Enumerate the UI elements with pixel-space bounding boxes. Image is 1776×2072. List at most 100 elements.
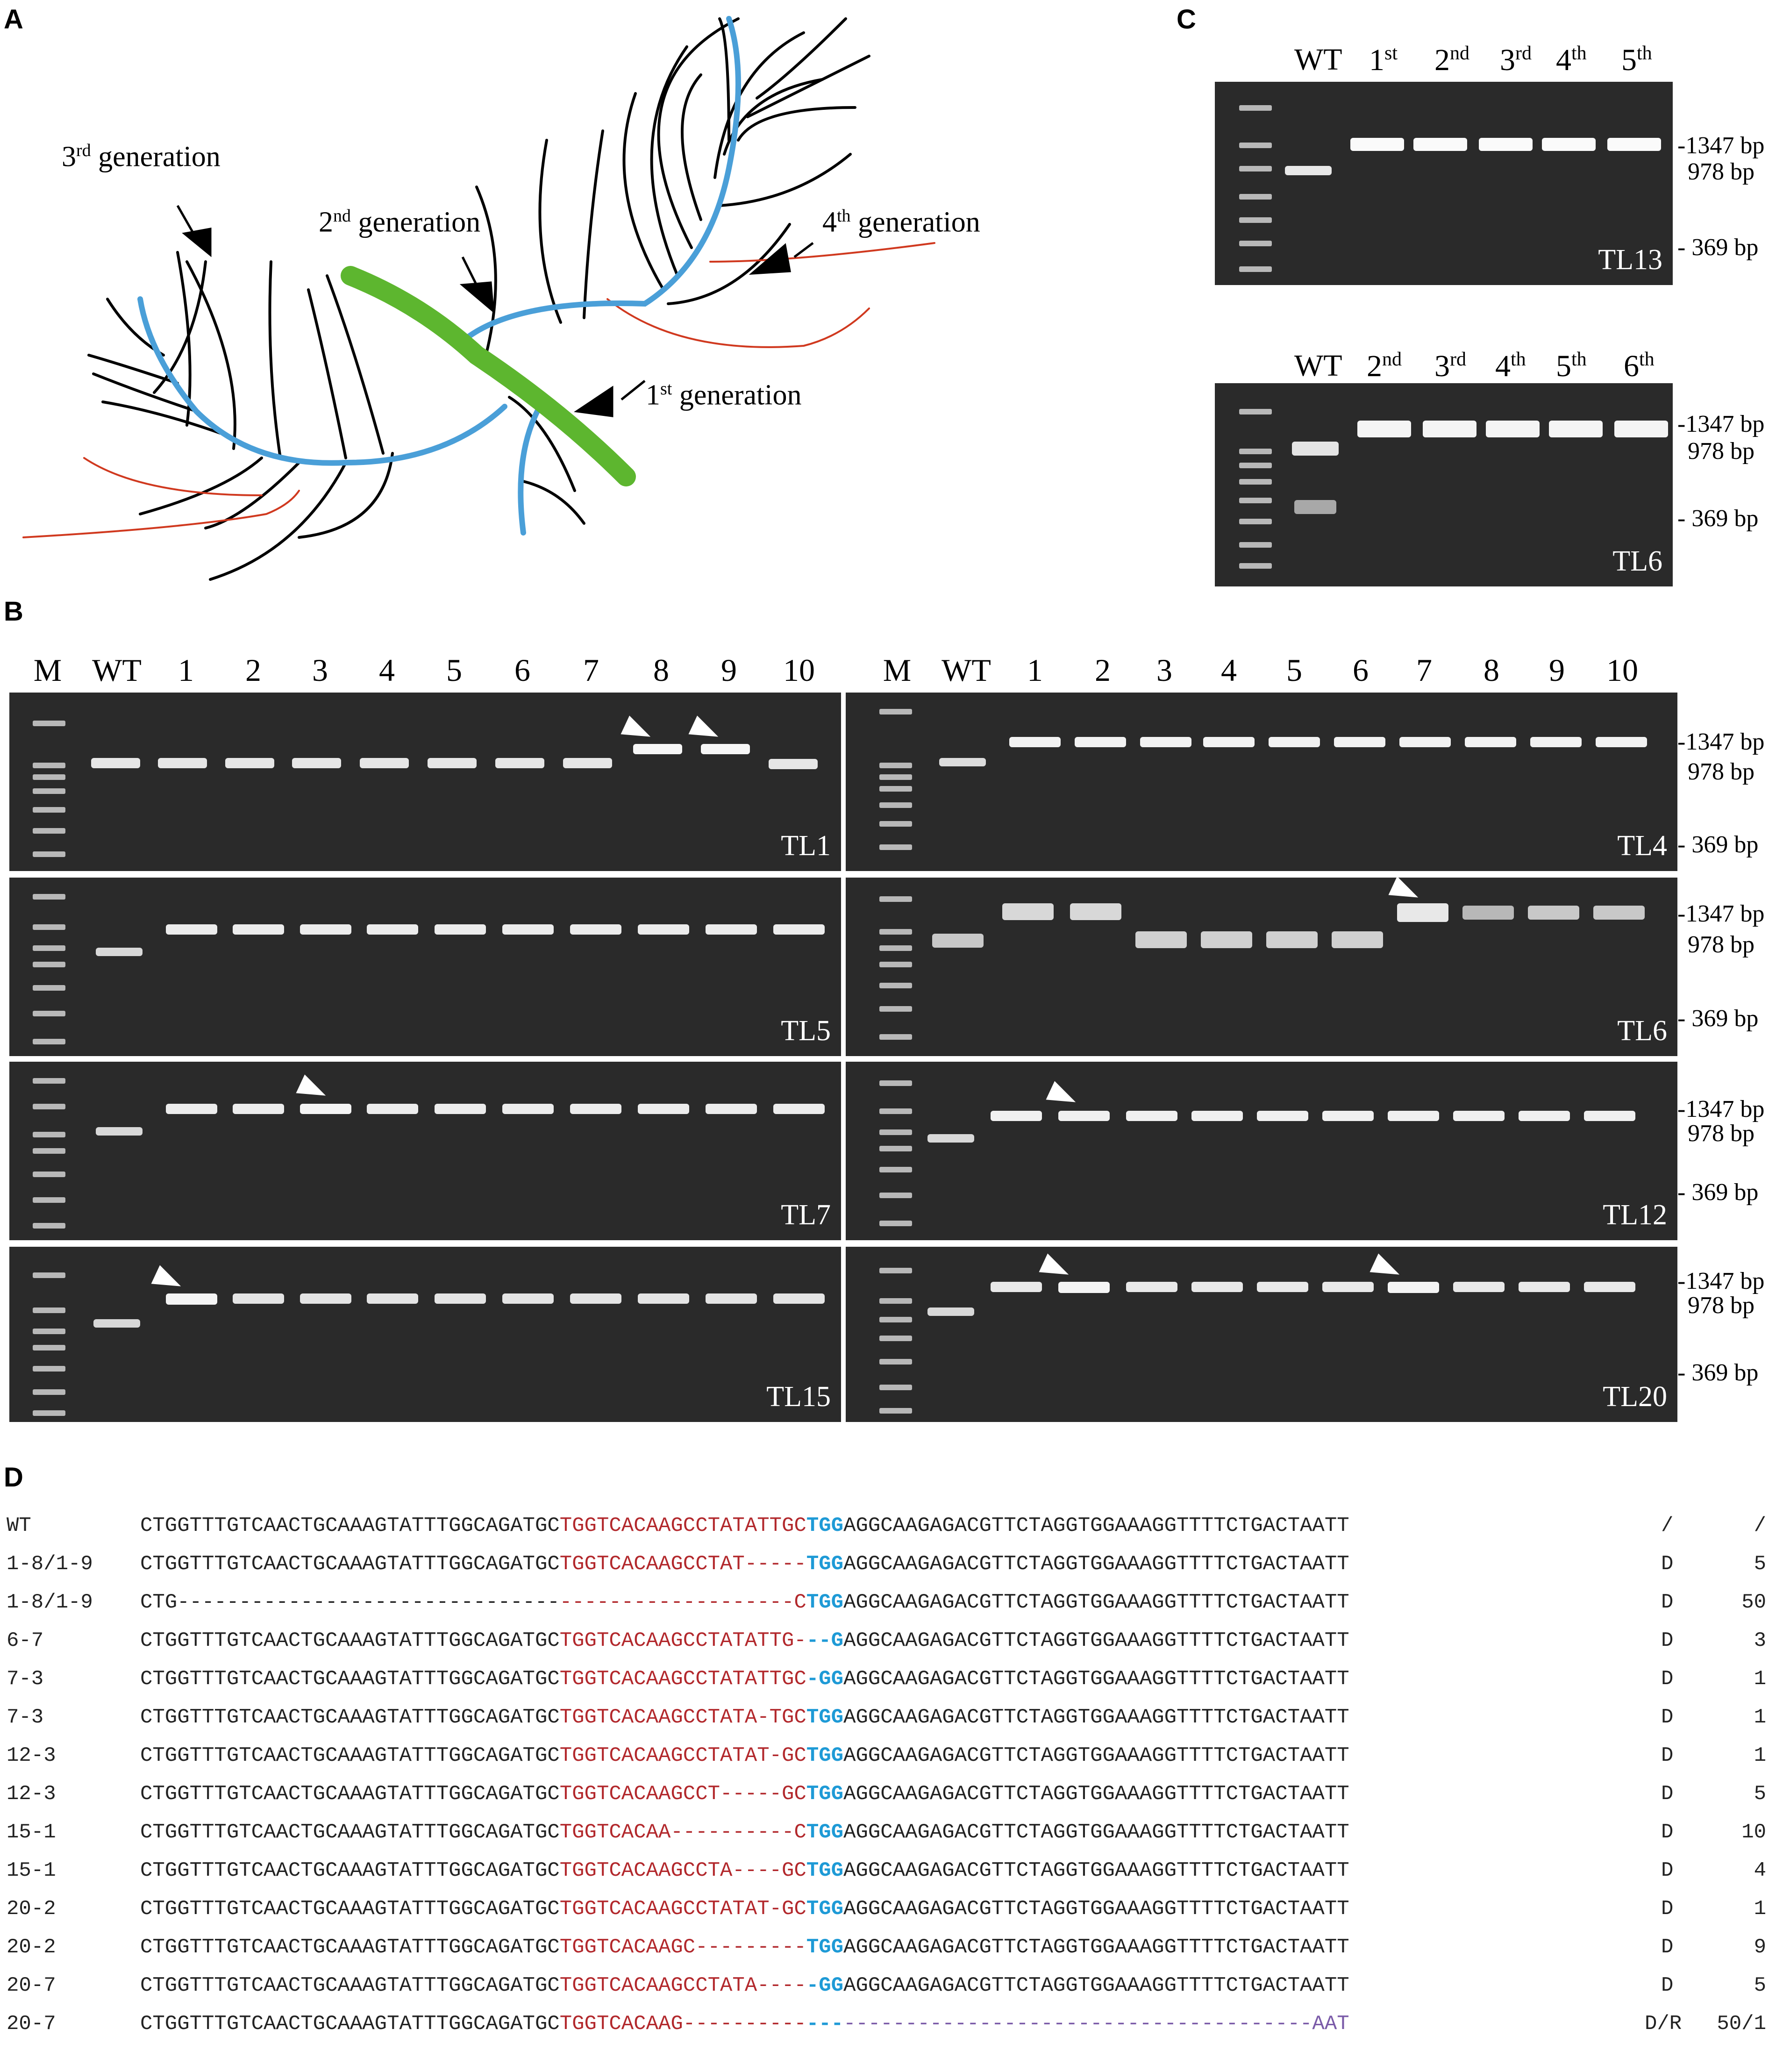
seq-target: TGGTCACAAGCCTATAT-GC xyxy=(559,1897,806,1921)
dna-band xyxy=(495,758,544,768)
ladder-band xyxy=(879,1193,912,1198)
row-id: 7-3 xyxy=(7,1667,44,1691)
panel-b-left-header: M WT 1 2 3 4 5 6 7 8 9 10 xyxy=(9,652,841,694)
c1-lane-5th: 5th xyxy=(1621,42,1652,78)
ladder-band xyxy=(1239,479,1272,485)
c1-lane-1st: 1st xyxy=(1369,42,1398,78)
seq-flank-5: CTGGTTTGTCAACTGCAAAGTATTTGGCAGATGC xyxy=(140,1821,560,1844)
row-type: D xyxy=(1661,1552,1674,1576)
dna-band xyxy=(1542,138,1596,151)
seq-target: TGGTCACAAGCCTATAT-GC xyxy=(559,1744,806,1767)
dna-band xyxy=(570,1104,621,1114)
c1-lane-wt: WT xyxy=(1294,42,1342,78)
ladder-band xyxy=(1239,519,1272,524)
dna-band xyxy=(1135,931,1187,948)
dna-band xyxy=(96,1127,143,1136)
alignment-row: 20-7 CTGGTTTGTCAACTGCAAAGTATTTGGCAGATGCT… xyxy=(0,2012,1776,2045)
lateral-root xyxy=(650,45,688,277)
bp-369: - 369 bp xyxy=(1677,831,1759,858)
seq-pam: TGG xyxy=(806,1514,844,1537)
seq-flank-3: AGGCAAGAGACGTTCTAGGTGGAAAGGTTTTCTGACTAAT… xyxy=(843,1591,1349,1614)
dna-band xyxy=(435,1293,486,1304)
seq-flank-5: CTGGTTTGTCAACTGCAAAGTATTTGGCAGATGC xyxy=(140,2012,560,2036)
ladder-band xyxy=(33,788,65,794)
seq-pam: TGG xyxy=(806,1782,844,1806)
seq-flank-5: CTG------------------------------- xyxy=(140,1591,560,1614)
gen3-text: generation xyxy=(91,141,221,173)
dna-band xyxy=(502,924,554,935)
arrow-head xyxy=(459,281,494,314)
seq-target: TGGTCACAAGCCT-----GC xyxy=(559,1782,806,1806)
dna-band xyxy=(360,758,409,768)
label-2nd-generation: 2nd generation xyxy=(319,206,480,239)
row-sequence: CTGGTTTGTCAACTGCAAAGTATTTGGCAGATGCTGGTCA… xyxy=(140,1897,1349,1921)
lateral-root xyxy=(718,153,852,207)
row-length: / xyxy=(1754,1514,1766,1537)
lane-8: 8 xyxy=(1484,652,1499,688)
dna-band-wt-low xyxy=(1294,500,1336,514)
dna-band xyxy=(1528,906,1579,920)
gel-tl15: TL15 xyxy=(9,1247,841,1422)
seq-target: TGGTCACAAGCCTATATTG- xyxy=(559,1629,806,1652)
ladder-band xyxy=(33,1148,65,1154)
dna-band-wt xyxy=(1285,166,1332,175)
alignment-row: 6-7 CTGGTTTGTCAACTGCAAAGTATTTGGCAGATGCTG… xyxy=(0,1629,1776,1662)
fourth-gen-root xyxy=(709,242,935,263)
row-id: 1-8/1-9 xyxy=(7,1552,93,1576)
fourth-gen-root xyxy=(606,298,870,348)
ladder-band xyxy=(879,1359,912,1365)
lane-10: 10 xyxy=(1606,652,1638,688)
dna-band xyxy=(773,1293,825,1304)
alignment-row: 20-7 CTGGTTTGTCAACTGCAAAGTATTTGGCAGATGCT… xyxy=(0,1974,1776,2007)
lateral-root xyxy=(718,17,730,142)
c1-lane-num: 3 xyxy=(1500,43,1515,77)
dna-band xyxy=(932,934,984,948)
c2-lane-sup: th xyxy=(1511,349,1526,370)
bp-369-text: 369 bp xyxy=(1691,1005,1759,1032)
dna-band xyxy=(1549,421,1603,437)
c2-lane-num: 5 xyxy=(1556,349,1571,383)
seq-flank-3: AGGCAAGAGACGTTCTAGGTGGAAAGGTTTTCTGACTAAT… xyxy=(843,1706,1349,1729)
ladder-band xyxy=(33,721,65,726)
row-type: D xyxy=(1661,1859,1674,1882)
ladder-band xyxy=(879,844,912,850)
seq-flank-3: AGGCAAGAGACGTTCTAGGTGGAAAGGTTTTCTGACTAAT… xyxy=(843,1514,1349,1537)
ladder-band xyxy=(33,828,65,834)
ladder-band xyxy=(1239,542,1272,548)
lane-3: 3 xyxy=(312,652,328,688)
lateral-root xyxy=(101,400,226,436)
lateral-root xyxy=(681,73,702,221)
dna-band xyxy=(1201,931,1252,948)
dna-band xyxy=(1453,1282,1505,1292)
lateral-root xyxy=(667,223,791,305)
dna-band-wt xyxy=(1292,442,1339,456)
arrow-shaft xyxy=(793,242,814,258)
dna-band xyxy=(1614,421,1668,437)
gen4-num: 4 xyxy=(822,206,837,238)
c1-lane-2nd: 2nd xyxy=(1434,42,1469,78)
dna-band xyxy=(769,759,818,769)
ladder-band xyxy=(33,763,65,768)
dna-band xyxy=(233,1293,284,1304)
c2-lane-num: 6 xyxy=(1624,349,1639,383)
ladder-band xyxy=(879,1146,912,1151)
lateral-root xyxy=(185,260,236,450)
fourth-gen-root xyxy=(22,490,300,538)
dna-band xyxy=(158,758,207,768)
dna-band xyxy=(367,924,418,935)
lateral-root xyxy=(746,55,870,118)
lane-8: 8 xyxy=(653,652,669,688)
seq-pam: TGG xyxy=(806,1936,844,1959)
arrowhead-marker xyxy=(1369,1253,1404,1284)
row-id: 20-7 xyxy=(7,2012,56,2036)
bp-369-text: 369 bp xyxy=(1691,505,1759,532)
panel-c-gel2-header: WT 2nd 3rd 4th 5th 6th xyxy=(1215,348,1673,395)
dna-band xyxy=(991,1282,1042,1292)
gen2-sup: nd xyxy=(333,206,351,226)
seq-flank-3: AGGCAAGAGACGTTCTAGGTGGAAAGGTTTTCTGACTAAT… xyxy=(843,1629,1349,1652)
ladder-band xyxy=(1239,194,1272,200)
arrow-head xyxy=(182,228,212,257)
dna-band xyxy=(1486,421,1540,437)
second-gen-root xyxy=(460,16,741,344)
dna-band xyxy=(166,1104,217,1114)
